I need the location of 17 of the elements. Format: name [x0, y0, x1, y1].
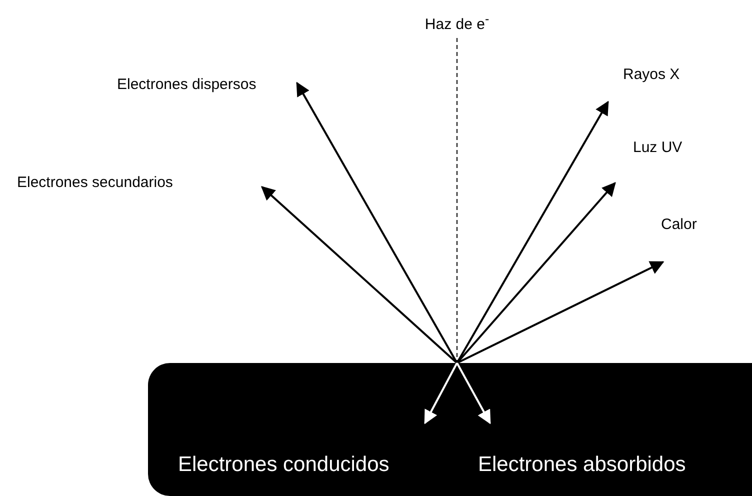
block-label: Electrones conducidos: [178, 453, 390, 477]
emission-label: Calor: [661, 216, 697, 233]
arrow: [260, 186, 458, 364]
beam-line: [456, 38, 458, 364]
arrow: [456, 182, 616, 364]
arrow: [424, 362, 458, 424]
emission-label: Luz UV: [633, 139, 682, 156]
emission-label: Electrones secundarios: [17, 174, 173, 191]
sample-block: [148, 363, 752, 496]
emission-label: Electrones dispersos: [117, 76, 256, 93]
emission-label: Haz de e$^{-}$: [424, 12, 490, 33]
arrow: [456, 261, 664, 364]
arrow: [456, 100, 609, 364]
arrow: [456, 362, 491, 424]
arrow: [296, 82, 458, 364]
emission-label: Rayos X: [623, 66, 680, 83]
block-label: Electrones absorbidos: [478, 453, 686, 477]
